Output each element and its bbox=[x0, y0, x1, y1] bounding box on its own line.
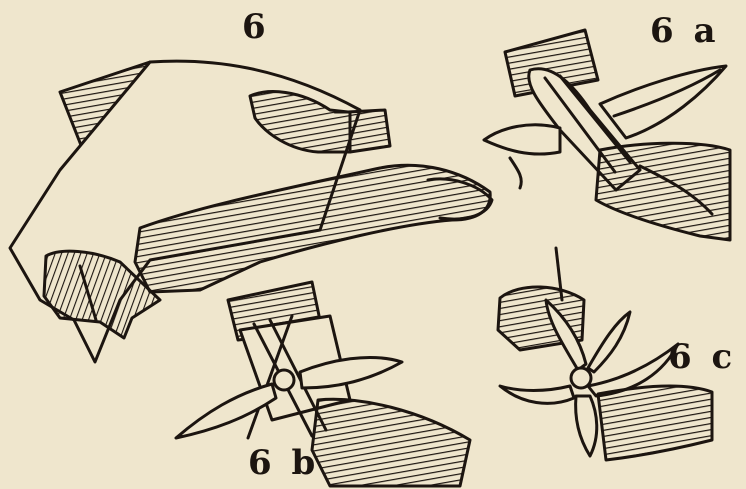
figure-6b-drawing bbox=[176, 282, 470, 486]
figure-label-6b: 6 b bbox=[248, 446, 319, 480]
figure-6a-drawing bbox=[484, 30, 730, 240]
figure-label-6a: 6 a bbox=[650, 14, 720, 48]
figure-label-6: 6 bbox=[242, 10, 270, 44]
figure-label-6c: 6 c bbox=[668, 340, 736, 374]
